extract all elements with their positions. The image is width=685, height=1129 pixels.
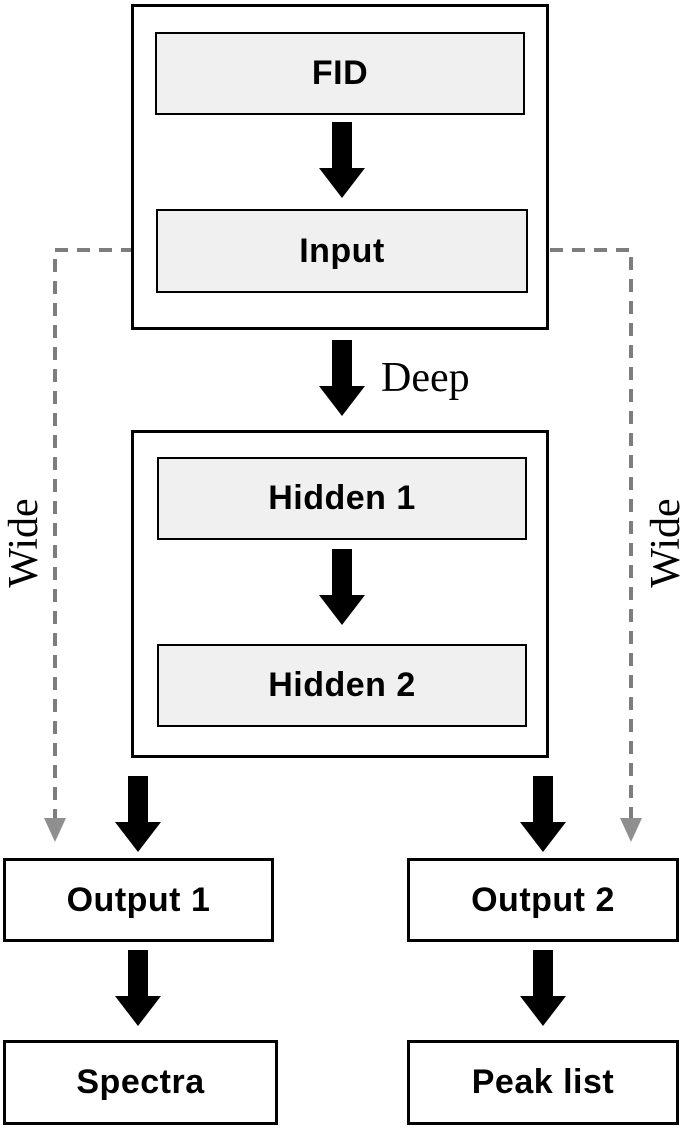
arrow-output2-to-peak-list [520,950,566,1026]
node-fid: FID [155,32,525,115]
node-peak-list: Peak list [407,1040,679,1125]
node-hidden2-label: Hidden 2 [268,666,416,704]
node-hidden2: Hidden 2 [157,644,527,727]
node-fid-label: FID [311,54,369,92]
node-output2-label: Output 2 [471,880,615,919]
node-spectra-label: Spectra [76,1063,205,1101]
arrow-hidden1-to-hidden2 [319,549,365,625]
arrow-input-to-hidden-group [319,340,365,416]
node-hidden1-label: Hidden 1 [268,479,416,517]
node-output1: Output 1 [3,858,274,942]
arrow-hidden-group-to-output1 [115,776,161,852]
node-hidden1: Hidden 1 [157,457,527,540]
arrow-hidden-group-to-output2 [520,776,566,852]
wide-right-edge-label: Wide [643,498,685,588]
node-input: Input [156,209,528,293]
node-output1-label: Output 1 [66,880,211,919]
node-input-label: Input [299,231,385,270]
node-output2: Output 2 [407,858,679,942]
node-spectra: Spectra [3,1040,278,1125]
arrow-output1-to-spectra [115,950,161,1026]
wide-left-edge-label: Wide [1,498,47,588]
arrow-fid-to-input [319,122,365,198]
node-peak-list-label: Peak list [471,1063,615,1101]
wide-left-arrowhead-icon [44,818,66,842]
wide-right-arrowhead-icon [620,818,642,842]
deep-edge-label: Deep [381,355,470,401]
